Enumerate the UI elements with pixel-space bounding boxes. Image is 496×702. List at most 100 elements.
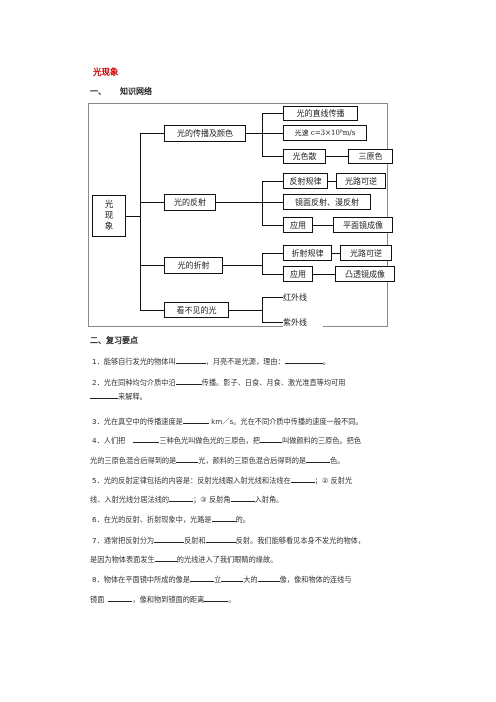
section-number: 一、 [90, 87, 106, 96]
answer-blank[interactable] [190, 574, 215, 582]
answer-blank[interactable] [221, 574, 244, 582]
question-text: 反射。我们能够看见本身不发光的物体， [235, 536, 366, 545]
question-5-cont: 线、入射光线分居法线的；③ 反射角入射角。 [90, 494, 283, 505]
question-text: 立 [214, 575, 222, 584]
connector [262, 274, 283, 275]
connector [332, 253, 340, 254]
connector [262, 156, 283, 157]
question-text: 。 [322, 357, 330, 366]
section-heading-review-points: 二、复习要点 [90, 335, 138, 346]
answer-blank[interactable] [175, 377, 202, 385]
node-plane-mirror-imaging: 平面镜成像 [333, 217, 393, 233]
connector [262, 297, 283, 298]
question-text: 光，颜料的三原色混合后得到的是 [198, 456, 307, 465]
branch-invisible-light: 看不见的光 [164, 302, 229, 318]
node-convex-lens-imaging: 凸透镜成像 [335, 266, 395, 282]
node-infrared: 红外线 [283, 290, 323, 305]
question-text: 传播。影子、日食、月食、激光准直等均可用 [201, 378, 346, 387]
branch-reflection: 光的反射 [164, 194, 216, 211]
connector [262, 202, 283, 203]
question-7: 7．通常把反射分为 反射和 反射。我们能够看见本身不发光的物体， [92, 535, 365, 546]
question-4-cont: 光的三原色混合后得到的是光，颜料的三原色混合后得到的是色。 [90, 455, 344, 466]
answer-blank[interactable] [204, 594, 229, 602]
question-text: 线、入射光线分居法线的 [90, 495, 170, 504]
answer-blank[interactable] [230, 494, 255, 502]
question-text: 2．光在同种均匀介质中沿 [92, 378, 176, 387]
connector [246, 133, 262, 134]
question-text: 三种色光叫做色光的三原色，把 [159, 436, 260, 445]
question-text: 镜面 [90, 595, 105, 604]
question-text: ，月亮不是光源，理由： [205, 357, 285, 366]
question-text: 1．能够自行发光的物体叫 [92, 357, 176, 366]
connector [140, 133, 164, 134]
question-text: 8．物体在平面镜中所成的像是 [92, 575, 191, 584]
question-2-cont: 来解释。 [90, 391, 147, 402]
question-8: 8．物体在平面镜中所成的像是 立 大的 像，像和物体的连线与 [92, 574, 352, 585]
connector [262, 225, 283, 226]
answer-blank[interactable] [211, 514, 236, 522]
section-label: 复习要点 [106, 336, 138, 345]
question-text: 是因为物体表面发生 [90, 555, 155, 564]
section-heading-knowledge-network: 一、知识网络 [90, 86, 152, 97]
branch-propagation-color: 光的传播及颜色 [164, 125, 246, 142]
question-6: 6．在光的反射、折射现象中，光路是 的。 [92, 514, 250, 525]
question-text: ；② 反射光 [314, 476, 353, 485]
answer-blank[interactable] [259, 435, 282, 443]
connector [313, 225, 333, 226]
connector [140, 202, 164, 203]
question-text: ；③ 反射角 [193, 495, 231, 504]
question-4: 4．人们把三种色光叫做色光的三原色，把叫做颜料的三原色。把色 [92, 435, 361, 446]
node-reflection-law: 反射规律 [283, 173, 328, 189]
answer-blank[interactable] [108, 594, 133, 602]
question-text: km／s。光在不同介质中传播的速度一般不同。 [208, 417, 363, 426]
answer-blank[interactable] [169, 494, 194, 502]
node-refraction-law: 折射规律 [283, 245, 332, 261]
section-number: 二、 [90, 336, 106, 345]
connector [262, 181, 283, 182]
question-text: 6．在光的反射、折射现象中，光路是 [92, 515, 212, 524]
connector [140, 133, 141, 310]
question-text: 大的 [243, 575, 258, 584]
question-text: 3．光在真空中的传播速度是 [92, 417, 183, 426]
question-text: ，像和物到镜面的距离 [132, 595, 205, 604]
branch-refraction: 光的折射 [164, 257, 223, 274]
answer-blank[interactable] [257, 574, 280, 582]
node-reversible-path-refraction: 光路可逆 [340, 245, 392, 261]
question-text: 的光线进入了我们眼睛的缘故。 [176, 555, 278, 564]
answer-blank[interactable] [90, 391, 118, 399]
answer-blank[interactable] [306, 455, 331, 463]
answer-blank[interactable] [290, 475, 315, 483]
question-text: 5．光的反射定律包括的内容是：反射光线跟入射光线和法线在 [92, 476, 291, 485]
answer-blank[interactable] [154, 535, 185, 543]
answer-blank[interactable] [154, 554, 177, 562]
answer-blank[interactable] [284, 356, 323, 364]
connector [262, 322, 283, 323]
connector [229, 310, 262, 311]
question-5: 5．光的反射定律包括的内容是：反射光线跟入射光线和法线在 ；② 反射光 [92, 475, 352, 486]
connector [262, 253, 263, 274]
node-specular-diffuse: 镜面反射、漫反射 [283, 194, 371, 210]
question-text: 像，像和物体的连线与 [279, 575, 352, 584]
answer-blank[interactable] [205, 535, 236, 543]
page-title: 光现象 [93, 68, 119, 78]
question-text: 光的三原色混合后得到的是 [90, 456, 177, 465]
question-text: 7．通常把反射分为 [92, 536, 155, 545]
answer-blank[interactable] [175, 356, 206, 364]
connector [262, 113, 283, 114]
answer-blank[interactable] [176, 455, 199, 463]
answer-blank[interactable] [133, 435, 160, 443]
connector [313, 274, 335, 275]
answer-blank[interactable] [182, 416, 209, 424]
node-reversible-path: 光路可逆 [336, 173, 386, 189]
node-ultraviolet: 紫外线 [283, 315, 323, 330]
node-rectilinear-propagation: 光的直线传播 [283, 106, 358, 121]
node-refraction-application: 应用 [283, 266, 313, 282]
concept-map-frame [88, 103, 388, 327]
question-text: 的。 [235, 515, 250, 524]
connector [140, 310, 164, 311]
connector [262, 113, 263, 156]
question-8-cont: 镜面，像和物到镜面的距离。 [90, 594, 235, 605]
question-text: 反射和 [184, 536, 206, 545]
node-three-primary-colors: 三原色 [348, 149, 393, 164]
connector [326, 156, 348, 157]
